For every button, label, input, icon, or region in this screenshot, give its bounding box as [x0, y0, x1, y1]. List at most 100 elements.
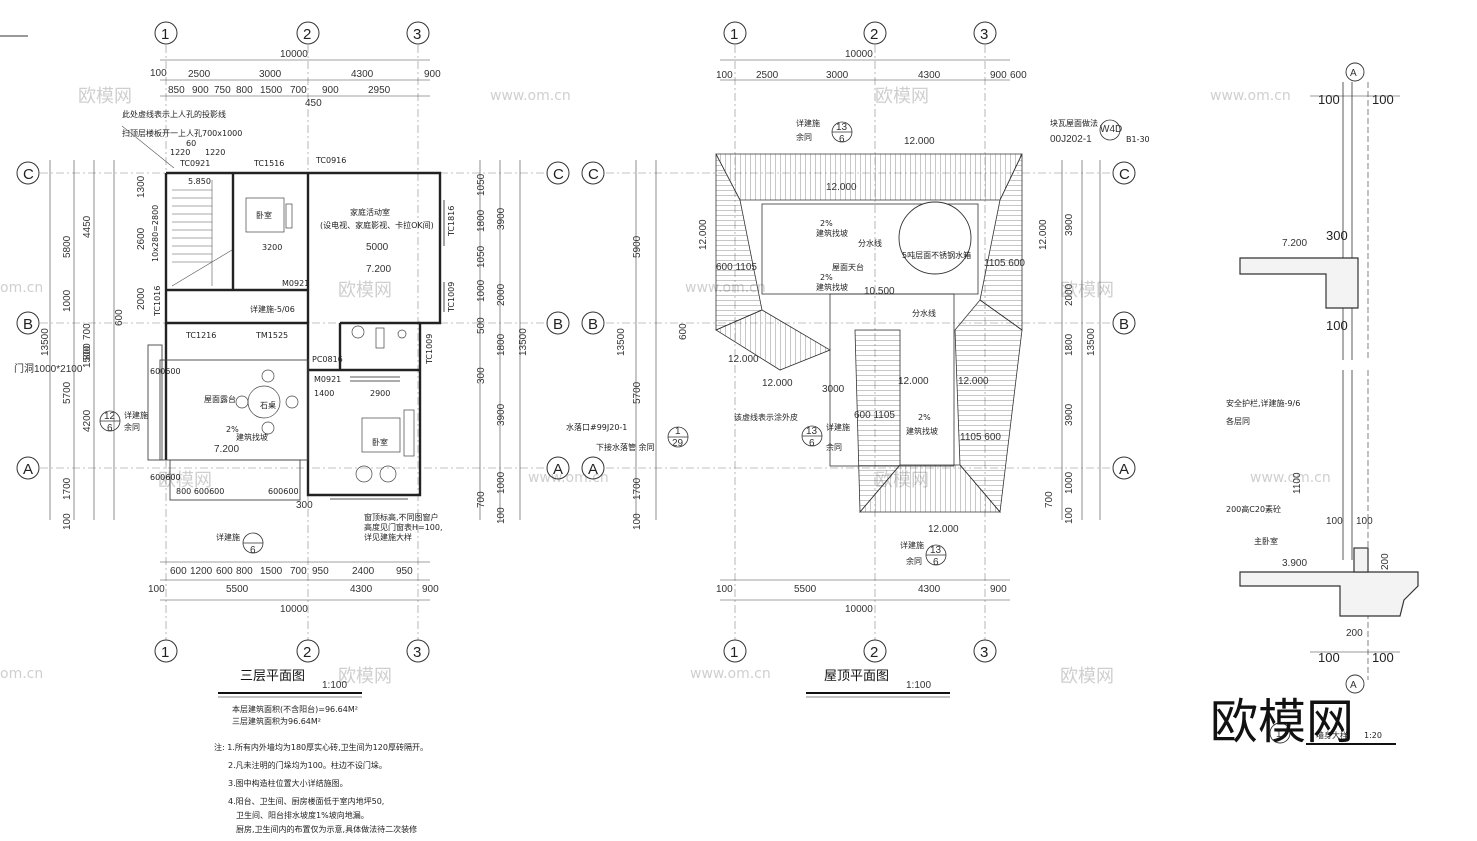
plan-title: 三层平面图 — [240, 669, 305, 684]
elevation-label: 12.000 — [928, 524, 959, 535]
dim-bottom: 2400 — [352, 566, 375, 577]
dim-right: 500 — [476, 317, 487, 334]
grid-number-2: 2 — [303, 644, 311, 661]
dim-detail: 200 — [1346, 628, 1363, 639]
dim-left: 1000 — [62, 289, 73, 312]
dim-top: 100 — [150, 68, 167, 79]
room-family-note: (设电视、家庭影视、卡拉OK间) — [320, 220, 434, 230]
area-third: 三层建筑面积为96.64M² — [232, 716, 321, 726]
elevation-label: 12.000 — [728, 354, 759, 365]
detail-note: 详建施 — [124, 410, 148, 420]
window-label: TC0921 — [179, 159, 210, 168]
grid-letter-b: B — [553, 316, 563, 333]
grid-number-1: 1 — [730, 26, 738, 43]
rail-note: 安全护栏,详建施-9/6 — [1226, 398, 1300, 408]
dim-left: 5700 — [632, 381, 643, 404]
dim-left-total: 13500 — [616, 328, 627, 356]
watermark-brand: 欧模网 — [1060, 280, 1114, 301]
dim-label: 1105 600 — [960, 432, 1001, 443]
dim-detail: 100 — [1372, 650, 1394, 665]
rail-note-2: 各层同 — [1226, 416, 1250, 426]
dim-left: 100 — [62, 513, 73, 530]
grid-number-2: 2 — [303, 26, 311, 43]
tile-b130: B1-30 — [1126, 135, 1150, 144]
dim-bottom-2: 5500 — [226, 584, 249, 595]
room-dim: 2900 — [370, 389, 390, 398]
dim-detail: 100 — [1372, 92, 1394, 107]
dim-label: 600 1105 — [716, 262, 757, 273]
grid-letter-b: B — [23, 316, 33, 333]
dim-detail: 1100 — [1292, 472, 1303, 494]
top-dimensions — [160, 59, 430, 97]
detail-note: 详建施 — [826, 422, 850, 432]
dim-detail: 300 — [1326, 228, 1348, 243]
watermark-site: om.cn — [0, 666, 43, 682]
dim-right-total: 13500 — [1086, 328, 1097, 356]
dim-right: 300 — [476, 367, 487, 384]
detail-scale: 1:20 — [1364, 731, 1382, 740]
dim-top-2: 700 — [290, 85, 307, 96]
roof-plan: 1 2 3 1 2 3 C B A C B A 10000 100 2500 3… — [566, 21, 1150, 698]
dim-top: 900 — [424, 69, 441, 80]
dim-right: 100 — [496, 507, 507, 524]
dim-left: 600 — [114, 309, 125, 326]
detail-note: 余同 — [124, 422, 140, 432]
stair-note: 10x280=2800 — [151, 205, 160, 262]
watermark-site: www.om.cn — [1250, 470, 1331, 486]
watermark-site: om.cn — [0, 280, 43, 296]
dim-left: 2000 — [136, 287, 147, 310]
dim-right: 2000 — [496, 283, 507, 306]
watermark-site: www.om.cn — [1210, 88, 1291, 104]
roof-slopes — [715, 153, 1023, 514]
drain-sheet: 29 — [672, 438, 684, 449]
dim-top: 3000 — [259, 69, 282, 80]
tile-ref: 块瓦屋面做法 — [1050, 118, 1098, 128]
window-note: 高度见门窗表H=100, — [364, 522, 443, 532]
dim-right: 3900 — [496, 403, 507, 426]
dim-right: 1800 — [476, 209, 487, 232]
dim-detail: 100 — [1356, 516, 1373, 527]
detail-ref: 详建施-5/06 — [250, 304, 295, 314]
detail-number: 13 — [930, 545, 942, 556]
grid-letter-b: B — [1119, 316, 1129, 333]
dim-top: 2500 — [188, 69, 211, 80]
window-label: TC1016 — [153, 286, 162, 317]
dim-bottom: 1200 — [190, 566, 213, 577]
dim-bottom: 5500 — [794, 584, 817, 595]
dashed-line-note: 该虚线表示涂外皮 — [734, 412, 798, 422]
general-note: 厨房,卫生间内的布置仅为示意,具体做法待二次装修 — [236, 824, 417, 834]
grid-number-3: 3 — [413, 26, 421, 43]
plan-scale: 1:100 — [906, 680, 931, 691]
roof-terrace-label: 屋面天台 — [832, 262, 864, 272]
elevation-label: 7.200 — [1282, 238, 1307, 249]
drain-note: 下接水落管 余同 — [596, 442, 655, 452]
dim-label: 1105 600 — [984, 258, 1025, 269]
dim-right: 3900 — [1064, 213, 1075, 236]
grid-letter-a: A — [1119, 461, 1129, 478]
dim-detail: 100 — [1326, 318, 1348, 333]
plan-title: 屋顶平面图 — [824, 669, 889, 684]
tile-w4d: W4D — [1100, 124, 1122, 135]
grid-letter-b: B — [588, 316, 598, 333]
detail-bubble — [667, 119, 1121, 566]
watermark-brand: 欧模网 — [78, 86, 132, 107]
label-dim: 600600 — [268, 487, 299, 496]
ridge-label: 分水线 — [858, 238, 882, 248]
grid-letter-c: C — [553, 166, 564, 183]
dim-detail: 200 — [1380, 553, 1391, 570]
toilet-icon — [351, 325, 407, 349]
dim-right: 1050 — [476, 173, 487, 196]
room-dim: 1400 — [314, 389, 334, 398]
dim-top: 2500 — [756, 70, 779, 81]
stone-table-label: 石桌 — [260, 400, 276, 410]
curb-note: 200高C20素砼 — [1226, 504, 1281, 514]
dim-left: 800 — [82, 343, 93, 360]
wall-section-detail: A A 100 100 100 100 7.200 300 100 安全护栏,详… — [1226, 62, 1419, 745]
elevation-label: 3.900 — [1282, 558, 1307, 569]
dim-left: 4450 — [82, 215, 93, 238]
dim-bottom: 600 — [170, 566, 187, 577]
detail-note: 余同 — [796, 132, 812, 142]
dim-left-total: 13500 — [40, 328, 51, 356]
window-label: TM1525 — [255, 331, 288, 340]
general-note: 3.图中构造柱位置大小详结施图。 — [228, 778, 348, 788]
